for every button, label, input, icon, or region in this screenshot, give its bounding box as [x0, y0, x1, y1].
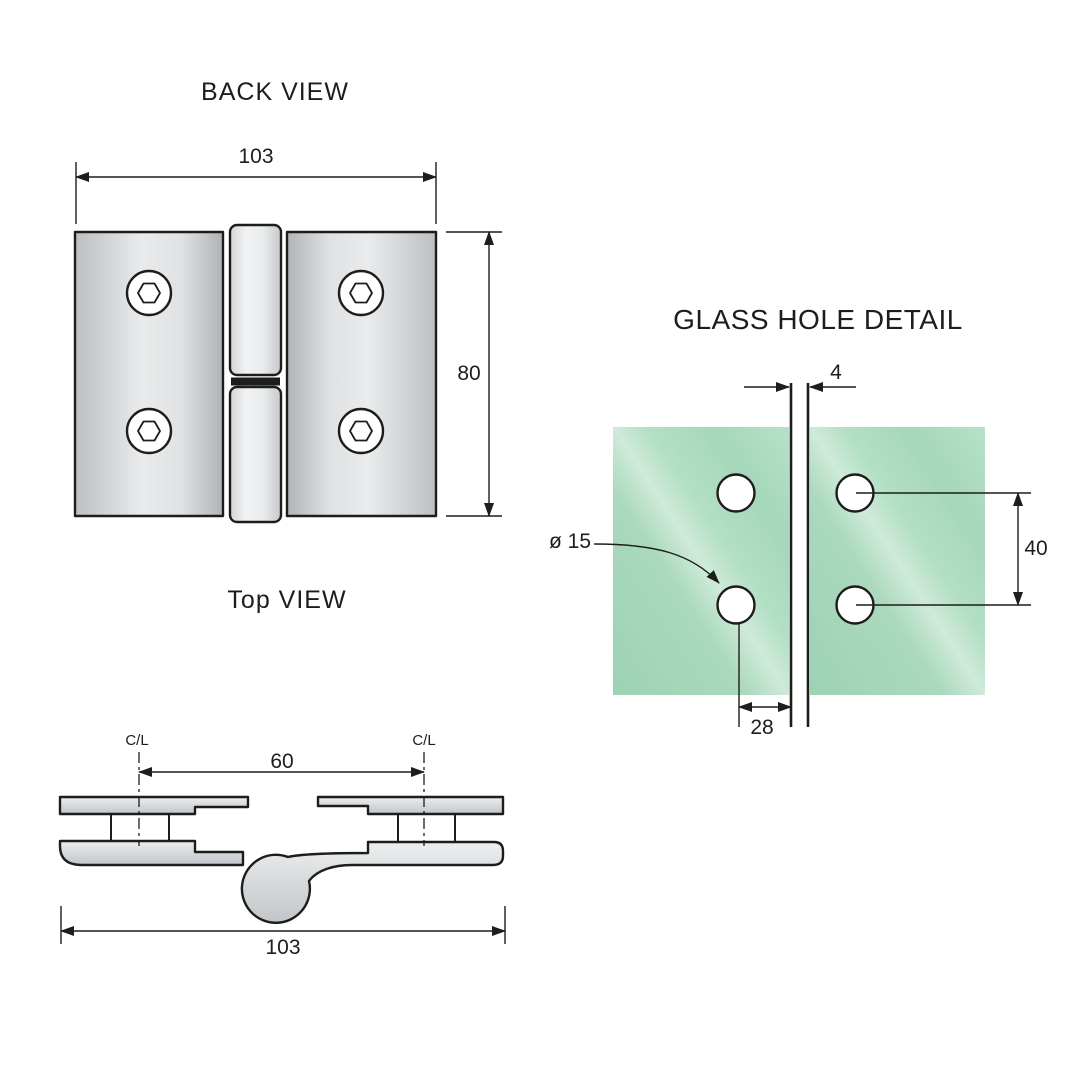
screw-top-right: [337, 269, 385, 317]
hinge-pin-gap: [231, 377, 280, 386]
right-clamp-bottom-plate-with-knuckle: [240, 840, 505, 924]
glass-hole-bottom-left: [716, 585, 756, 625]
right-clamp-top-plate: [316, 795, 505, 816]
hinge-pin-upper: [228, 223, 283, 377]
left-clamp-bottom-plate: [58, 839, 245, 867]
dimension-vertical-40: [856, 492, 1031, 606]
left-clamp-top-plate: [58, 795, 250, 816]
glass-edge-lines: [789, 383, 810, 727]
hole-vertical-dim: 40: [1024, 537, 1048, 560]
top-view-drawing: [58, 752, 506, 944]
hinge-pin-lower: [228, 385, 283, 524]
screw-top-left: [125, 269, 173, 317]
glass-panel-right: [810, 427, 985, 695]
centerline-left-label: C/L: [125, 732, 149, 749]
back-view-drawing: [73, 162, 502, 524]
dimension-height-80: [446, 231, 502, 517]
hole-edge-dim: 28: [750, 716, 774, 739]
screw-bottom-right: [337, 407, 385, 455]
hole-diameter-leader: [593, 543, 720, 584]
centerline-right-label: C/L: [412, 732, 436, 749]
glass-hole-detail-drawing: [593, 382, 1031, 727]
dimension-overall-103: [60, 906, 506, 944]
back-view-width-dim: 103: [238, 145, 274, 168]
centerline-spacing-dim: 60: [270, 750, 294, 773]
dimension-edge-28: [738, 624, 792, 727]
glass-detail-title: GLASS HOLE DETAIL: [673, 304, 963, 335]
top-view-width-dim: 103: [265, 936, 301, 959]
glass-gap-dim: 4: [830, 361, 842, 384]
dimension-width-103: [75, 162, 437, 224]
glass-hole-top-left: [716, 473, 756, 513]
top-view-title: Top VIEW: [227, 586, 347, 614]
glass-panel-left: [613, 427, 789, 695]
screw-bottom-left: [125, 407, 173, 455]
hole-diameter-label: ø 15: [548, 530, 592, 553]
back-view-height-dim: 80: [457, 362, 481, 385]
clamp-screw-bosses: [110, 814, 456, 841]
back-view-title: BACK VIEW: [201, 78, 349, 106]
